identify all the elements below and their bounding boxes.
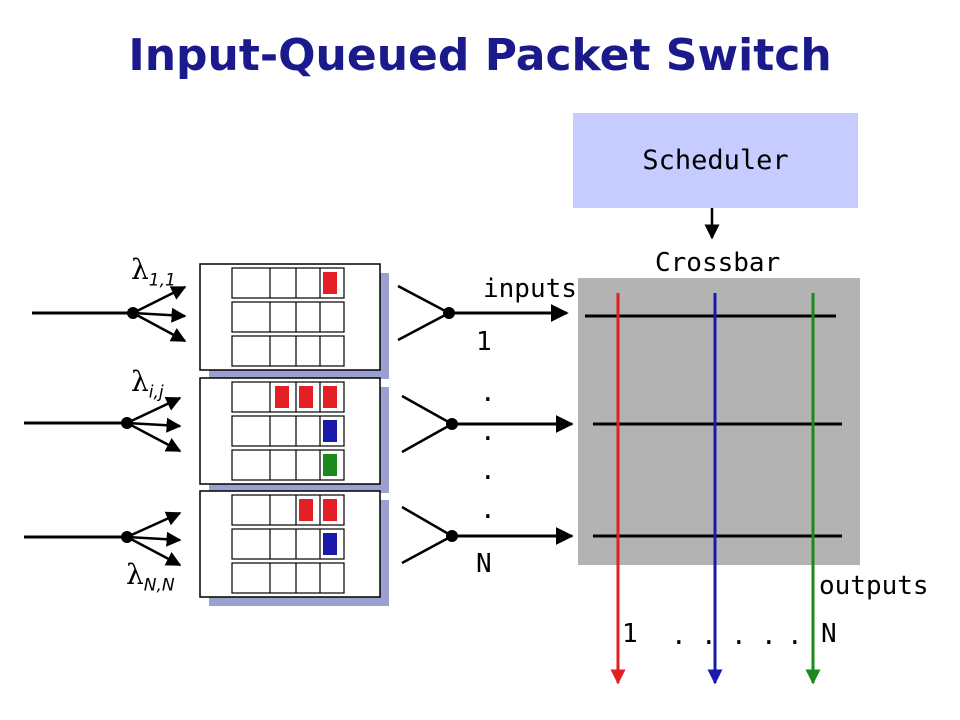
arrival-rate-last-subscript: N,N (143, 575, 175, 596)
output-ellipsis-dot-3: . (731, 621, 747, 651)
voq-row (231, 301, 345, 333)
split-arrow-1a (132, 285, 187, 315)
voq-row (231, 449, 345, 481)
input-ellipsis-dot-2: . (480, 417, 496, 447)
arrival-rate-first-subscript: 1,1 (148, 270, 176, 291)
split-arrow-1b (132, 307, 187, 323)
packet (323, 272, 337, 294)
lambda-symbol: λ (126, 558, 144, 591)
arrival-rate-middle-subscript: i,j (148, 382, 164, 403)
packet (323, 386, 337, 408)
page-title: Input-Queued Packet Switch (128, 30, 832, 81)
input-ellipsis-dot-3: . (480, 456, 496, 486)
voq-row (231, 562, 345, 594)
merge-arm-3b (401, 534, 453, 565)
packet (323, 499, 337, 521)
output-ellipsis-dot-5: . (787, 621, 803, 651)
voq-box-1 (199, 263, 381, 371)
voq-box-2 (199, 377, 381, 485)
crossbar-fabric (578, 278, 860, 565)
output-ellipsis-dot-1: . (671, 621, 687, 651)
split-arrow-3b (126, 531, 182, 547)
voq-row (231, 381, 345, 413)
arrival-rate-first: λ1,1 (131, 253, 176, 291)
voq-box-3 (199, 490, 381, 598)
inputs-label: inputs (483, 274, 577, 304)
packet (275, 386, 289, 408)
voq-row (231, 415, 345, 447)
split-arrow-3c (126, 535, 182, 567)
split-arrow-2a (126, 396, 182, 425)
packet (323, 420, 337, 442)
merge-arm-1a (397, 284, 450, 315)
input-ellipsis-dot-4: . (480, 495, 496, 525)
packet (323, 533, 337, 555)
packet (299, 386, 313, 408)
merge-arm-2a (401, 394, 453, 426)
split-arrow-2c (126, 421, 182, 453)
scheduler-box: Scheduler (573, 113, 858, 208)
packet (299, 499, 313, 521)
packet (323, 454, 337, 476)
split-arrow-2b (126, 417, 182, 433)
output-ellipsis-dot-2: . (701, 621, 717, 651)
arrival-rate-middle: λi,j (131, 365, 164, 403)
split-arrow-3a (126, 511, 182, 539)
voq-row (231, 267, 345, 299)
lambda-symbol: λ (131, 253, 149, 286)
scheduler-label: Scheduler (642, 145, 789, 176)
voq-row (231, 494, 345, 526)
merge-arm-3a (401, 505, 453, 538)
output-index-last: N (821, 619, 837, 649)
lambda-symbol: λ (131, 365, 149, 398)
input-index-first: 1 (476, 327, 492, 357)
voq-row (231, 335, 345, 367)
voq-row (231, 528, 345, 560)
outputs-label: outputs (819, 571, 929, 601)
merge-arm-2b (401, 422, 453, 454)
crossbar-label: Crossbar (655, 248, 781, 278)
output-ellipsis-dot-4: . (761, 621, 777, 651)
queue-layer (231, 267, 345, 594)
input-index-last: N (476, 549, 492, 579)
input-ellipsis-dot-1: . (480, 378, 496, 408)
output-index-first: 1 (622, 619, 638, 649)
arrival-rate-last: λN,N (126, 558, 175, 596)
split-arrow-1c (132, 311, 187, 343)
merge-arm-1b (397, 311, 450, 342)
